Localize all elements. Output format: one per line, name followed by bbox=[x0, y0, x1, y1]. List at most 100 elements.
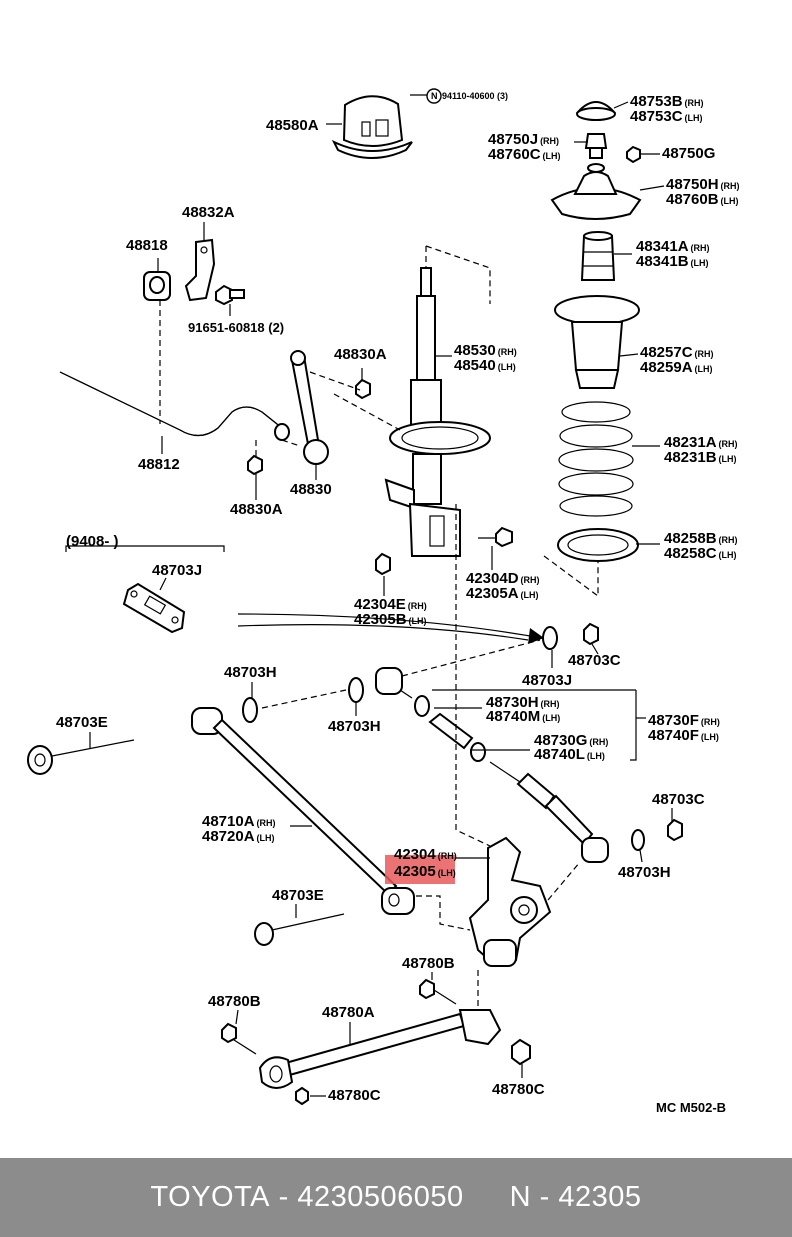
label-48530: 48530(RH) bbox=[454, 342, 517, 359]
spring-bumper-boot bbox=[554, 295, 640, 389]
strut-rod bbox=[258, 1009, 502, 1089]
nut-48750G bbox=[626, 145, 641, 164]
stabilizer-bracket bbox=[184, 238, 216, 302]
label-42304d: 42304D(RH) bbox=[466, 570, 540, 587]
label-48740m: 48740M(LH) bbox=[486, 708, 560, 725]
label-48830a_1: 48830A bbox=[334, 346, 387, 363]
circle-n-symbol bbox=[426, 88, 442, 104]
label-48830: 48830 bbox=[290, 481, 332, 498]
washer-48703J bbox=[542, 626, 558, 650]
bolt-48703E-1 bbox=[27, 739, 135, 775]
label-42304: 42304(RH) bbox=[394, 846, 457, 863]
label-48780c_2: 48780C bbox=[492, 1081, 545, 1098]
bolt-48703E-2 bbox=[254, 913, 345, 946]
label-48832a: 48832A bbox=[182, 204, 235, 221]
stabilizer-link bbox=[247, 350, 371, 476]
label-48540: 48540(LH) bbox=[454, 357, 516, 374]
washer-48703H-1 bbox=[242, 697, 258, 723]
strut-support bbox=[550, 163, 642, 220]
bolt-91651 bbox=[215, 284, 245, 306]
nut-48780C-1 bbox=[295, 1086, 309, 1106]
label-48703j_2: 48703J bbox=[522, 672, 572, 689]
label-48780b_1: 48780B bbox=[402, 955, 455, 972]
label-48710a: 48710A(RH) bbox=[202, 813, 276, 830]
rear-axle-carrier bbox=[468, 836, 552, 968]
coil-spring bbox=[558, 401, 634, 517]
label-date: (9408- ) bbox=[66, 533, 119, 550]
part-labels: 48580A 94110-40600 (3) N 48753B(RH)48753C(L… bbox=[56, 88, 740, 1104]
label-48231b: 48231B(LH) bbox=[664, 449, 737, 466]
label-48703c_1: 48703C bbox=[568, 652, 621, 669]
label-n94110: 94110-40600 (3) bbox=[442, 91, 508, 101]
label-48730h: 48730H(RH) bbox=[486, 694, 560, 711]
label-42305: 42305(LH) bbox=[394, 863, 456, 880]
footer-ref-prefix: N bbox=[509, 1181, 532, 1213]
highlight-42305 bbox=[385, 855, 455, 884]
label-48830a_2: 48830A bbox=[230, 501, 283, 518]
lock-nut bbox=[584, 133, 608, 159]
upper-mount-cover bbox=[331, 95, 413, 159]
label-48780b_2: 48780B bbox=[208, 993, 261, 1010]
reinforcement-plate bbox=[122, 582, 186, 634]
label-48703j_1: 48703J bbox=[152, 562, 202, 579]
label-48753b: 48753B(RH) bbox=[630, 93, 704, 110]
bolt-48780B-2 bbox=[221, 1022, 257, 1055]
label-48750h: 48750H(RH) bbox=[666, 176, 740, 193]
label-48740f: 48740F(LH) bbox=[648, 727, 719, 744]
label-48780a: 48780A bbox=[322, 1004, 375, 1021]
label-48703e_1: 48703E bbox=[56, 714, 108, 731]
footer-ref-number: 42305 bbox=[558, 1181, 642, 1213]
label-42304e: 42304E(RH) bbox=[354, 596, 427, 613]
label-48703e_2: 48703E bbox=[272, 887, 324, 904]
label-48258c: 48258C(LH) bbox=[664, 545, 737, 562]
label-48341a: 48341A(RH) bbox=[636, 238, 710, 255]
control-arm bbox=[191, 707, 415, 915]
label-48812: 48812 bbox=[138, 456, 180, 473]
label-48257c: 48257C(RH) bbox=[640, 344, 714, 361]
parts-diagram: 48580A 94110-40600 (3) N 48753B(RH)48753C(L… bbox=[27, 88, 740, 1115]
nut-48703C-1 bbox=[583, 622, 599, 646]
label-48231a: 48231A(RH) bbox=[664, 434, 738, 451]
label-48580a: 48580A bbox=[266, 117, 319, 134]
label-48730f: 48730F(RH) bbox=[648, 712, 720, 729]
label-48740l: 48740L(LH) bbox=[534, 746, 605, 763]
bolt-42304D bbox=[478, 526, 513, 548]
washer-48703H-2 bbox=[348, 677, 364, 703]
footer-part-number: 4230506050 bbox=[297, 1181, 464, 1213]
label-48818: 48818 bbox=[126, 237, 168, 254]
label-48750g: 48750G bbox=[662, 145, 715, 162]
label-42305a: 42305A(LH) bbox=[466, 585, 539, 602]
label-48703h_1: 48703H bbox=[224, 664, 277, 681]
shock-absorber bbox=[384, 267, 491, 557]
label-91651: 91651-60818 (2) bbox=[188, 320, 284, 335]
stabilizer-bar bbox=[59, 371, 290, 441]
label-48720a: 48720A(LH) bbox=[202, 828, 275, 845]
drawing-code: MC M502-B bbox=[656, 1100, 726, 1115]
footer-dash-2: - bbox=[539, 1181, 550, 1213]
circle-n-letter: N bbox=[431, 91, 438, 101]
label-42305b: 42305B(LH) bbox=[354, 611, 427, 628]
label-48753c: 48753C(LH) bbox=[630, 108, 703, 125]
label-48730g: 48730G(RH) bbox=[534, 732, 608, 749]
footer-bar: TOYOTA - 4230506050 N - 42305 bbox=[0, 1158, 792, 1237]
nut-48703C-2 bbox=[667, 818, 683, 842]
label-48760b: 48760B(LH) bbox=[666, 191, 739, 208]
label-48341b: 48341B(LH) bbox=[636, 253, 709, 270]
bolt-48780B-1 bbox=[419, 978, 457, 1005]
dashed-assembly-lines bbox=[159, 245, 599, 1008]
washer-48703H-3 bbox=[631, 829, 645, 851]
footer-brand: TOYOTA bbox=[150, 1181, 271, 1213]
strut-cap bbox=[575, 101, 617, 121]
leader-lines bbox=[65, 94, 673, 1097]
stabilizer-bushing bbox=[143, 271, 171, 301]
label-48259a: 48259A(LH) bbox=[640, 359, 713, 376]
label-48750j: 48750J(RH) bbox=[488, 131, 559, 148]
label-48780c_1: 48780C bbox=[328, 1087, 381, 1104]
nut-42304E bbox=[375, 552, 391, 576]
label-48760c: 48760C(LH) bbox=[488, 146, 561, 163]
lateral-arm bbox=[375, 667, 609, 863]
label-48703c_2: 48703C bbox=[652, 791, 705, 808]
footer-dash-1: - bbox=[278, 1181, 289, 1213]
label-48703h_3: 48703H bbox=[618, 864, 671, 881]
nut-48780C-2 bbox=[511, 1038, 531, 1066]
